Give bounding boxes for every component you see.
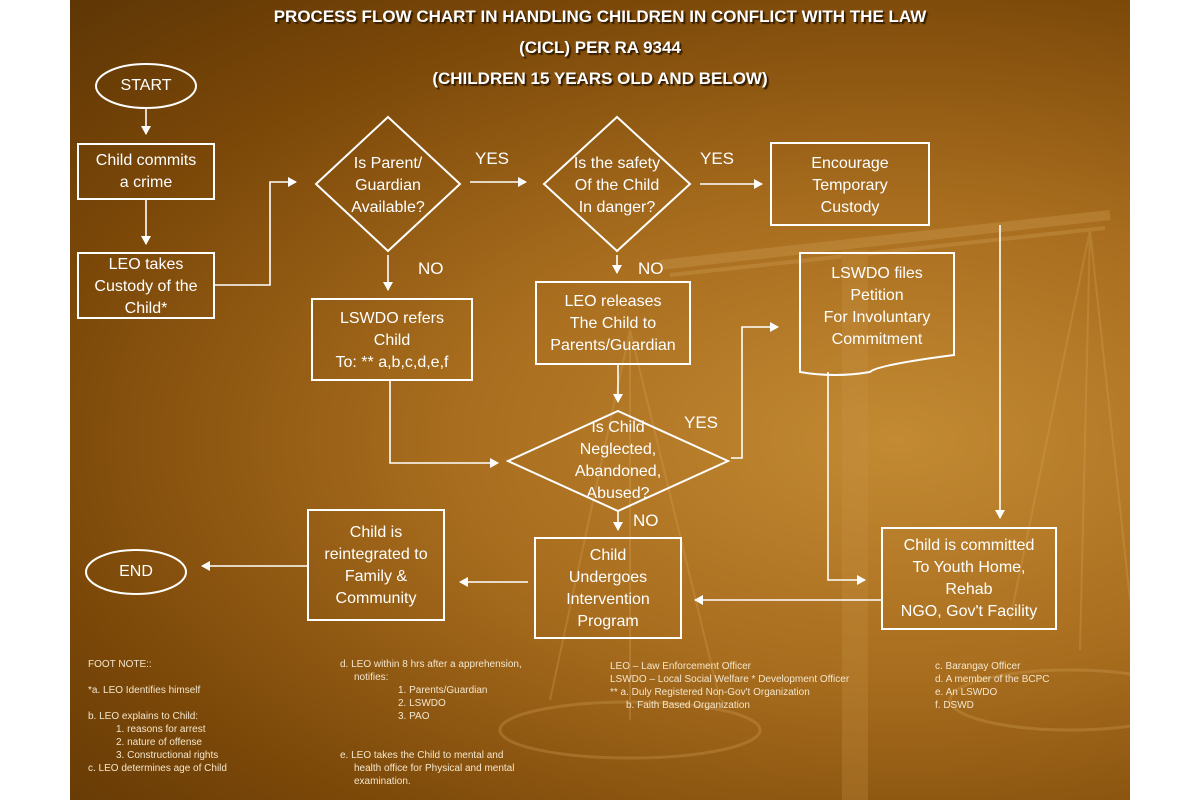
flowchart [77, 63, 1057, 639]
yes-label-parent: YES [475, 149, 510, 168]
no-label-parent: NO [418, 259, 444, 278]
lswdo-refers-box [311, 298, 473, 381]
lswdo-petition-document [799, 252, 955, 376]
no-label-safety: NO [638, 259, 664, 278]
parent-available-text: Is Parent/ Guardian Available? [351, 155, 425, 216]
start-label: START [120, 77, 172, 94]
arrow-petition-to-committed [827, 372, 866, 585]
scale-of-justice-icon [498, 210, 1130, 800]
intervention-box [534, 537, 682, 639]
arrow-yes-neglected-to-petition [731, 322, 779, 459]
parent-available-diamond [314, 115, 462, 253]
intervention-text: Child Undergoes Intervention Program [566, 547, 650, 630]
temporary-custody-box [770, 142, 930, 226]
arrow-refers-to-neglected [389, 380, 499, 468]
committed-text: Child is committed To Youth Home, Rehab … [900, 537, 1038, 620]
committed-box [881, 527, 1057, 630]
arrow-custody-to-parent [214, 177, 297, 286]
title-line-1: PROCESS FLOW CHART IN HANDLING CHILDREN … [273, 7, 927, 26]
temporary-custody-text: Encourage Temporary Custody [811, 155, 889, 216]
safety-danger-text: Is the safety Of the Child In danger? [573, 155, 661, 216]
safety-danger-diamond [542, 115, 692, 253]
end-label: END [119, 563, 153, 580]
neglected-text: Is Child Neglected, Abandoned, Abused? [574, 419, 662, 502]
leo-releases-box [535, 281, 691, 365]
leo-releases-text: LEO releases The Child to Parents/Guardi… [550, 293, 676, 354]
yes-label-safety: YES [700, 149, 735, 168]
footnote-col-2: d. LEO within 8 hrs after a apprehension… [340, 659, 522, 787]
reintegrated-box [307, 509, 445, 621]
commits-crime-text: Child commits a crime [95, 152, 197, 191]
footnote-col-4: c. Barangay Officer d. A member of the B… [935, 661, 1050, 711]
footnote-col-1: FOOT NOTE:: *a. LEO Identifies himself b… [88, 659, 227, 774]
footnote-col-3: LEO – Law Enforcement Officer LSWDO – Lo… [610, 661, 850, 711]
slide: PROCESS FLOW CHART IN HANDLING CHILDREN … [70, 0, 1130, 800]
lswdo-refers-text: LSWDO refers Child To: ** a,b,c,d,e,f [335, 310, 449, 371]
leo-custody-text: LEO takes Custody of the Child* [94, 256, 198, 317]
title-line-2: (CICL) PER RA 9344 [519, 38, 681, 57]
title-line-3: (CHILDREN 15 YEARS OLD AND BELOW) [432, 69, 768, 88]
end-terminal [85, 549, 187, 595]
no-label-neglected: NO [633, 511, 659, 530]
yes-label-neglected: YES [684, 413, 719, 432]
reintegrated-text: Child is reintegrated to Family & Commun… [324, 524, 428, 607]
lswdo-petition-text: LSWDO files Petition For Involuntary Com… [823, 265, 931, 348]
